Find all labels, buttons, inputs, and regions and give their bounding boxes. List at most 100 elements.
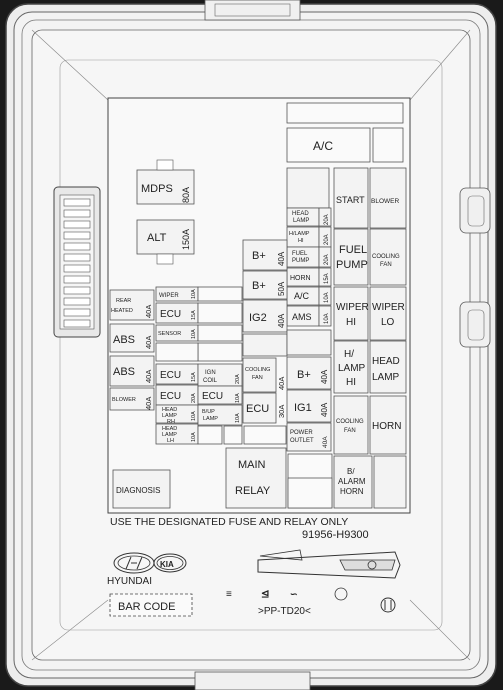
diagnosis-connector bbox=[112, 469, 171, 509]
blower-amp: 40A bbox=[144, 397, 153, 410]
hlamp-hi-relay-l2: LAMP bbox=[338, 363, 366, 374]
fuel-pump-small-l2: PUMP bbox=[292, 258, 309, 264]
wiper-hi-l2: HI bbox=[346, 317, 356, 328]
head-lamp-relay-l1: HEAD bbox=[372, 356, 400, 367]
mdps-fuse bbox=[136, 169, 195, 205]
wiper-hi-l1: WIPER bbox=[336, 302, 369, 313]
b-plus-2-amp: 50A bbox=[277, 281, 286, 296]
abs-label-1: ABS bbox=[113, 334, 135, 346]
connector-pin bbox=[63, 297, 91, 306]
abs-1-amp: 40A bbox=[144, 336, 153, 349]
connector-pin bbox=[63, 242, 91, 251]
horn-relay-label: HORN bbox=[372, 421, 401, 432]
ig2-amp: 40A bbox=[277, 313, 286, 328]
power-outlet-l2: OUTLET bbox=[290, 438, 314, 444]
ecu-large-amp: 30A bbox=[277, 405, 286, 418]
bottom-latch bbox=[194, 671, 311, 690]
main-relay-l1: MAIN bbox=[238, 459, 266, 471]
sensor-amp: 10A bbox=[191, 329, 197, 339]
cooling-fan-relay-l1: COOLING bbox=[372, 254, 400, 260]
cooling-fan-small-amp: 40A bbox=[277, 377, 286, 390]
bup-lamp-amp: 10A bbox=[235, 413, 241, 423]
part-number: 91956-H9300 bbox=[302, 529, 369, 541]
kia-logo-text: KIA bbox=[160, 560, 174, 569]
ign-coil-l1: IGN bbox=[205, 370, 216, 376]
head-lamp-rh-l3: RH bbox=[167, 419, 175, 425]
amp-f: 10A bbox=[324, 313, 330, 324]
connector-pin bbox=[63, 308, 91, 317]
hlamp-hi-l1: H/LAMP bbox=[289, 231, 310, 237]
connector-pin bbox=[63, 198, 91, 207]
power-outlet-l1: POWER bbox=[290, 430, 313, 436]
power-outlet-amp: 40A bbox=[322, 436, 329, 448]
notice-text: USE THE DESIGNATED FUSE AND RELAY ONLY bbox=[110, 516, 348, 528]
right-clip-lower bbox=[459, 301, 491, 348]
svg-text:≡: ≡ bbox=[226, 589, 232, 600]
kia-logo: KIA bbox=[153, 553, 187, 573]
head-lamp-lh-amp: 10A bbox=[191, 432, 197, 442]
connector-pin bbox=[63, 220, 91, 229]
hlamp-hi-relay-l1: H/ bbox=[344, 349, 354, 360]
right-clip-upper bbox=[459, 187, 491, 234]
wiper-amp: 10A bbox=[191, 289, 197, 299]
bup-lamp-l1: B/UP bbox=[202, 409, 215, 415]
ac-relay bbox=[286, 127, 371, 163]
main-fuse-column bbox=[242, 239, 332, 452]
alt-label: ALT bbox=[147, 232, 167, 244]
ecu-label-3: ECU bbox=[160, 391, 181, 402]
bar-code-label: BAR CODE bbox=[118, 601, 175, 613]
sensor-label: SENSOR bbox=[158, 331, 181, 337]
ecu-label-4: ECU bbox=[202, 391, 223, 402]
cooling-fan-r2-l1: COOLING bbox=[336, 419, 364, 425]
hlamp-hi-l2: HI bbox=[298, 238, 304, 244]
blower-relay-label: BLOWER bbox=[371, 198, 399, 205]
rear-heated-l2: HEATED bbox=[111, 308, 133, 314]
svg-text:∽: ∽ bbox=[290, 589, 298, 599]
cooling-fan-r2-l2: FAN bbox=[344, 428, 356, 434]
connector-pin bbox=[63, 231, 91, 240]
amp-c: 20A bbox=[324, 254, 330, 265]
balarm-horn-l1: B/ bbox=[347, 467, 355, 476]
mdps-amp: 80A bbox=[181, 187, 191, 203]
bar-code-area bbox=[109, 593, 193, 617]
ecu-2-amp: 15A bbox=[191, 372, 197, 382]
b-plus-1: B+ bbox=[252, 250, 266, 262]
ac-relay-label: A/C bbox=[313, 139, 333, 153]
b-plus-3-amp: 40A bbox=[320, 369, 329, 384]
cooling-fan-small-l1: COOLING bbox=[245, 367, 270, 373]
ign-coil-amp: 20A bbox=[235, 374, 241, 384]
fuel-pump-small-l1: FUEL bbox=[292, 251, 308, 257]
connector-pin bbox=[63, 275, 91, 284]
wiper-lo-l2: LO bbox=[381, 317, 395, 328]
recycling-marks: ≡ ⊴ ∽ bbox=[226, 587, 396, 613]
ig1-amp: 40A bbox=[320, 402, 329, 417]
rear-heated-amp: 40A bbox=[144, 305, 153, 318]
fuel-pump-relay-l1: FUEL bbox=[339, 244, 367, 256]
head-lamp-rh-l1: HEAD bbox=[162, 407, 177, 413]
ac-small-label: A/C bbox=[294, 291, 310, 301]
ecu-label-1: ECU bbox=[160, 309, 181, 320]
connector-pin bbox=[63, 264, 91, 273]
main-relay-l2: RELAY bbox=[235, 485, 271, 497]
hlamp-hi-relay-l3: HI bbox=[346, 377, 356, 388]
b-plus-3: B+ bbox=[297, 369, 311, 381]
head-lamp-rh-amp: 10A bbox=[191, 411, 197, 421]
amp-a: 20A bbox=[324, 214, 330, 225]
left-fuse-block bbox=[109, 286, 287, 445]
balarm-horn-l2: ALARM bbox=[338, 477, 366, 486]
head-lamp-relay-l2: LAMP bbox=[372, 372, 400, 383]
diagnosis-label: DIAGNOSIS bbox=[116, 486, 160, 495]
ecu-3-amp: 20A bbox=[191, 393, 197, 403]
head-lamp-lh-l1: HEAD bbox=[162, 426, 177, 432]
amp-e: 10A bbox=[324, 292, 330, 303]
wiper-label: WIPER bbox=[159, 293, 179, 299]
cooling-fan-small-l2: FAN bbox=[252, 375, 263, 381]
abs-2-amp: 40A bbox=[144, 370, 153, 383]
relay-grid bbox=[333, 167, 407, 509]
start-relay-label: START bbox=[336, 195, 365, 205]
amp-b: 20A bbox=[324, 234, 330, 245]
cooling-fan-relay-l2: FAN bbox=[380, 262, 392, 268]
hyundai-label: HYUNDAI bbox=[107, 576, 152, 587]
material-code: >PP-TD20< bbox=[258, 606, 311, 617]
